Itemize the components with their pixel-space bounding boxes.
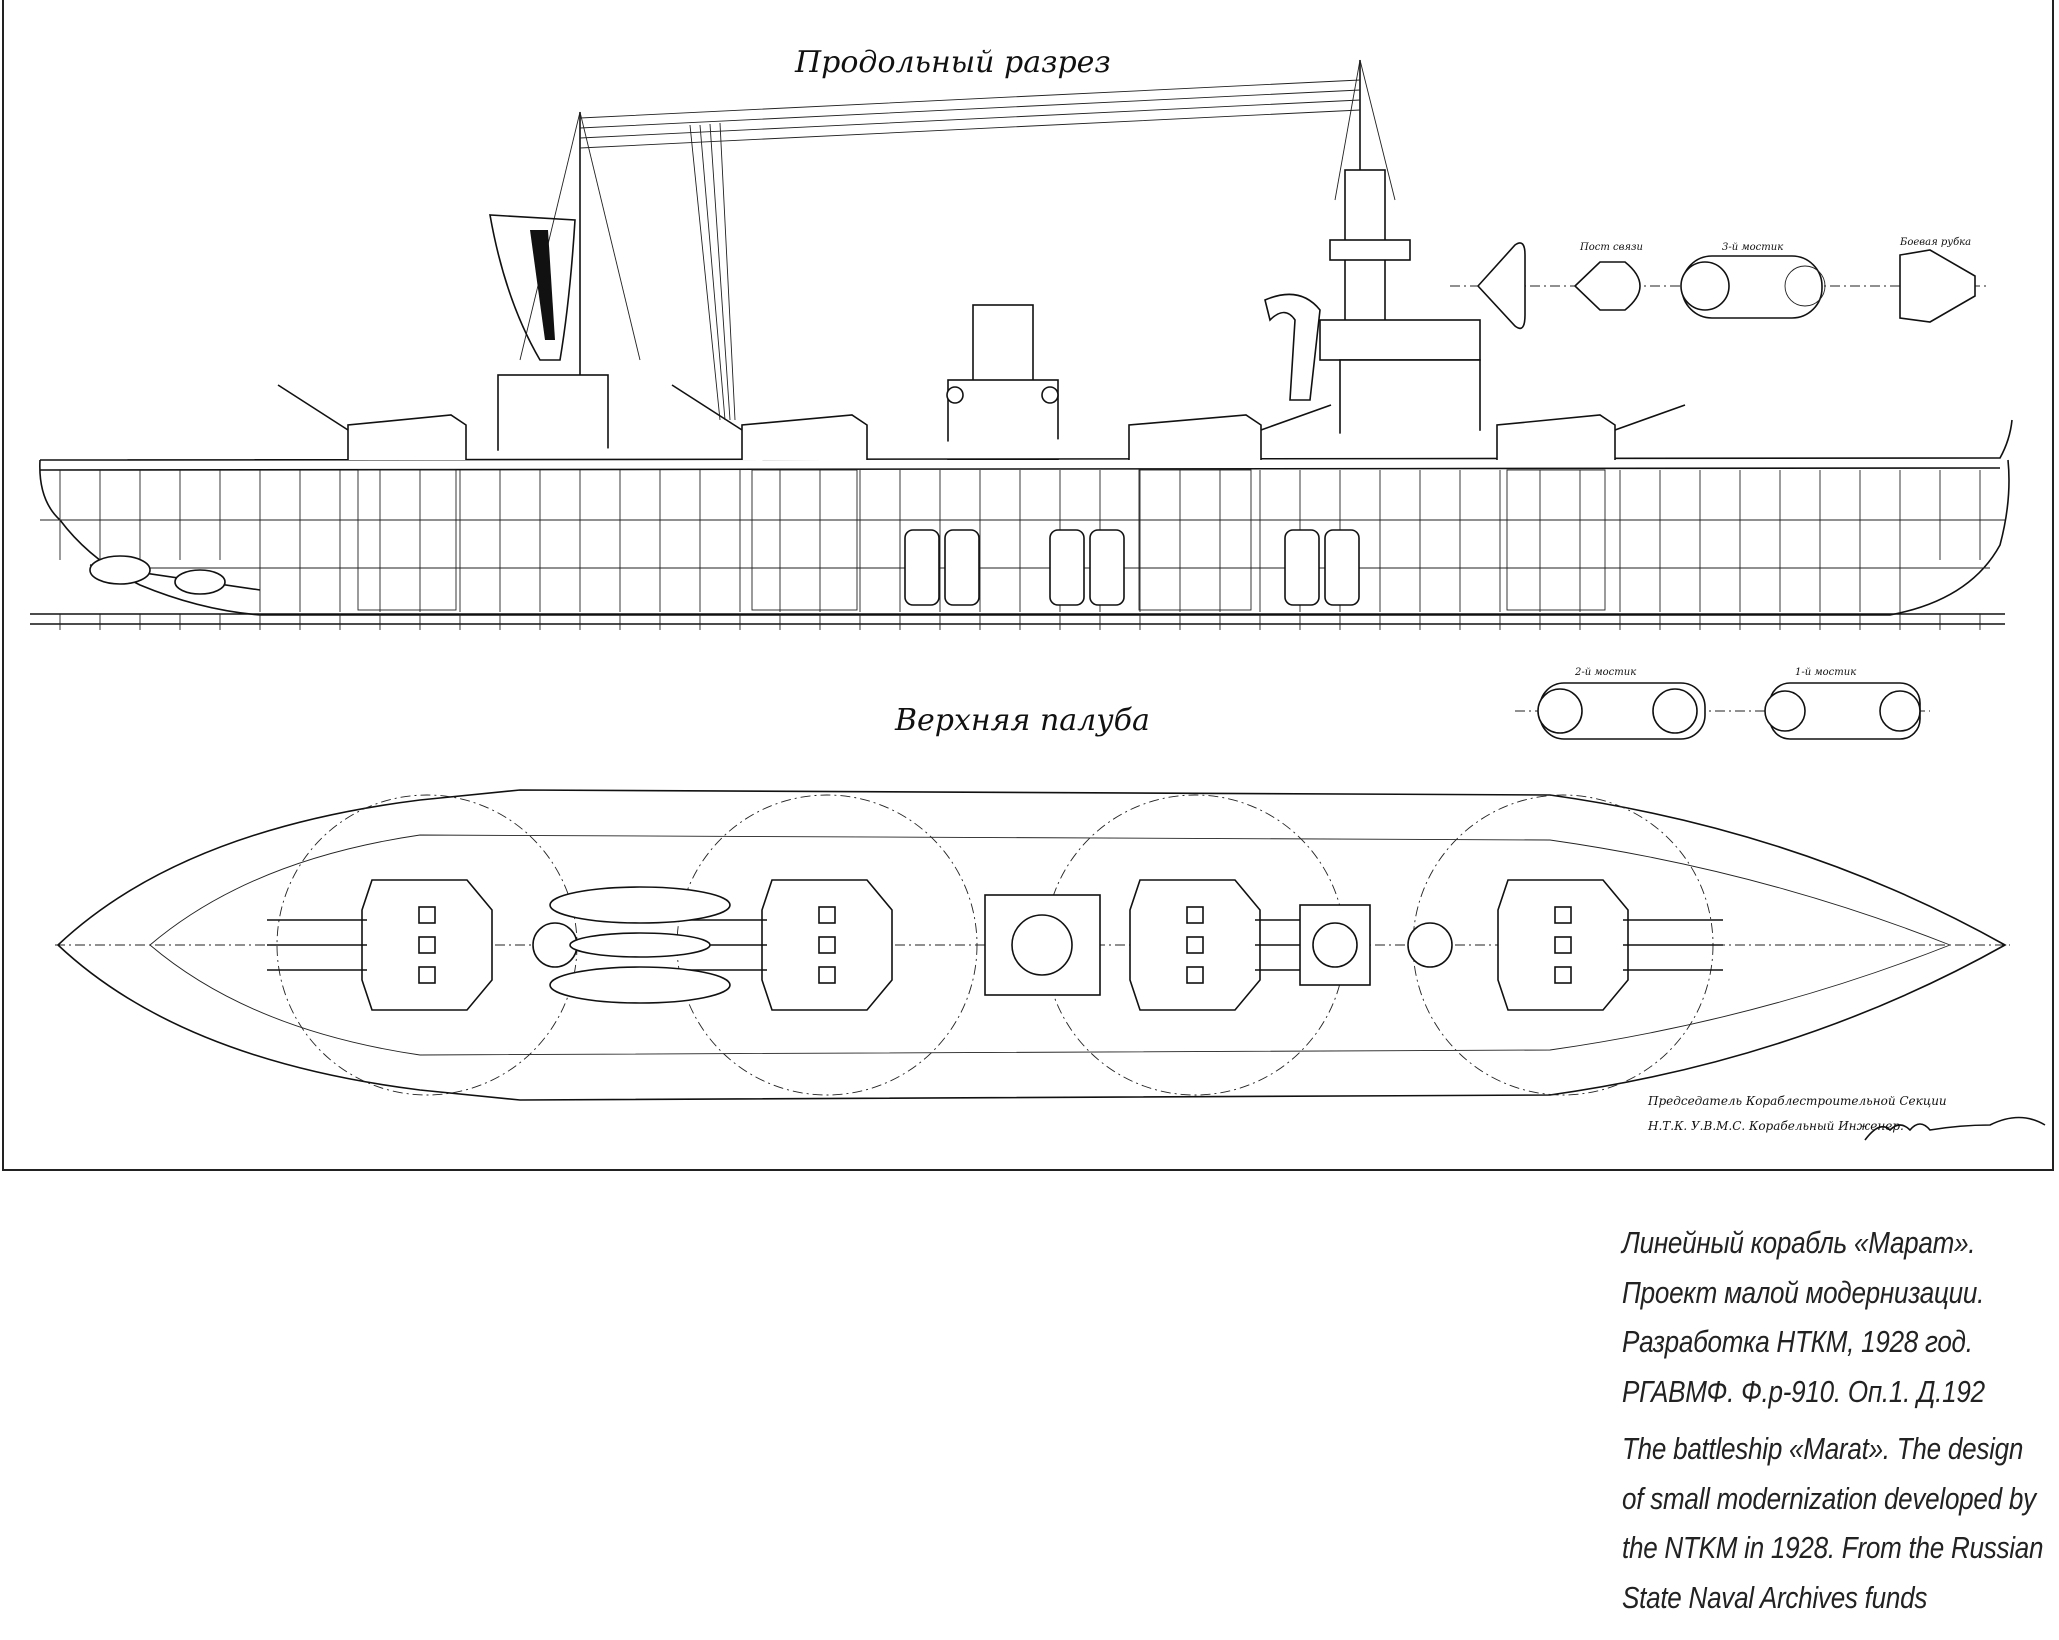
caption-ru-2: Проект малой модернизации. <box>1622 1274 1985 1310</box>
signature <box>1864 1116 2046 1141</box>
funnel-plan <box>532 894 1453 996</box>
gun-barrel <box>1614 404 1686 431</box>
drawing-frame <box>2 0 2054 1171</box>
turret-profile <box>741 414 868 460</box>
signature-line-1: Председатель Кораблестроительной Секции <box>1647 1094 1947 1108</box>
boiler <box>1089 529 1125 606</box>
sight-hatch <box>818 966 836 984</box>
caption-en-1: The battleship «Marat». The design <box>1622 1431 2024 1466</box>
sight-hatch <box>418 936 436 954</box>
caption-en-4: State Naval Archives funds <box>1622 1579 1928 1615</box>
deck-title: Верхняя палуба <box>894 703 1150 738</box>
figure-caption: Линейный корабль «Марат». Проект малой м… <box>1622 1218 2052 1622</box>
caption-en-2: of small modernization developed by <box>1622 1480 2036 1516</box>
sight-hatch <box>1186 936 1204 954</box>
bridge-label-1st: 1-й мостик <box>1795 667 1856 678</box>
gun-barrel <box>277 384 349 431</box>
barbette <box>357 469 457 611</box>
turret-profile <box>1128 414 1262 460</box>
sight-hatch <box>1554 966 1572 984</box>
boiler <box>944 529 980 606</box>
turret-profile <box>347 414 467 460</box>
ship-drawing: Продольный разрез Верхняя палуба <box>2 0 2054 1171</box>
turrets-profile <box>277 384 1686 611</box>
signature-line-2: Н.Т.К. У.В.М.С. Корабельный Инженер. <box>1647 1119 1904 1133</box>
deck-plan-view <box>55 789 2010 1101</box>
deck-outline <box>56 789 2007 1101</box>
turret-profile <box>1496 414 1616 460</box>
aft-superstructure <box>497 374 609 461</box>
sight-hatch <box>818 906 836 924</box>
propeller-shafts <box>89 555 261 595</box>
sight-hatch <box>418 966 436 984</box>
turrets-plan <box>267 794 1723 1096</box>
bridge-label-3rd: 3-й мостик <box>1722 242 1783 253</box>
caption-ru-4: РГАВМФ. Ф.р-910. Оп.1. Д.192 <box>1622 1373 1985 1409</box>
signature-block: Председатель Кораблестроительной Секции … <box>1647 1094 2046 1141</box>
antenna-wires <box>579 79 1361 421</box>
gun-barrel <box>671 384 743 431</box>
boiler <box>904 529 940 606</box>
fore-mast <box>1264 59 1481 441</box>
bridge-label-communication-post: Пост связи <box>1579 242 1643 253</box>
sight-hatch <box>1554 936 1572 954</box>
profile-title: Продольный разрез <box>794 45 1111 80</box>
sight-hatch <box>1186 906 1204 924</box>
sight-hatch <box>818 936 836 954</box>
profile-view <box>30 59 2013 630</box>
bridge-plans: Пост связи 3-й мостик Боевая рубка 2-й м… <box>1450 237 1990 740</box>
boilers <box>904 529 1360 606</box>
hull-profile <box>39 419 2013 616</box>
sight-hatch <box>1186 966 1204 984</box>
barbette <box>751 469 858 611</box>
sight-hatch <box>1554 906 1572 924</box>
barbette <box>1506 469 1606 611</box>
boats <box>549 886 731 1004</box>
funnel <box>946 304 1059 461</box>
caption-ru-3: Разработка НТКМ, 1928 год. <box>1622 1324 1973 1359</box>
gun-barrel <box>1260 404 1332 431</box>
barbette <box>1138 469 1252 611</box>
firing-arc <box>676 794 978 1096</box>
frame-ruler <box>59 614 1981 630</box>
boiler <box>1284 529 1320 606</box>
boiler <box>1324 529 1360 606</box>
boiler <box>1049 529 1085 606</box>
caption-ru-1: Линейный корабль «Марат». <box>1622 1225 1976 1260</box>
aft-mast <box>489 111 641 440</box>
caption-en-3: the NTKM in 1928. From the Russian <box>1622 1530 2044 1565</box>
bridge-label-conning-tower: Боевая рубка <box>1899 237 1971 248</box>
sight-hatch <box>418 906 436 924</box>
bridge-label-2nd: 2-й мостик <box>1574 667 1636 678</box>
